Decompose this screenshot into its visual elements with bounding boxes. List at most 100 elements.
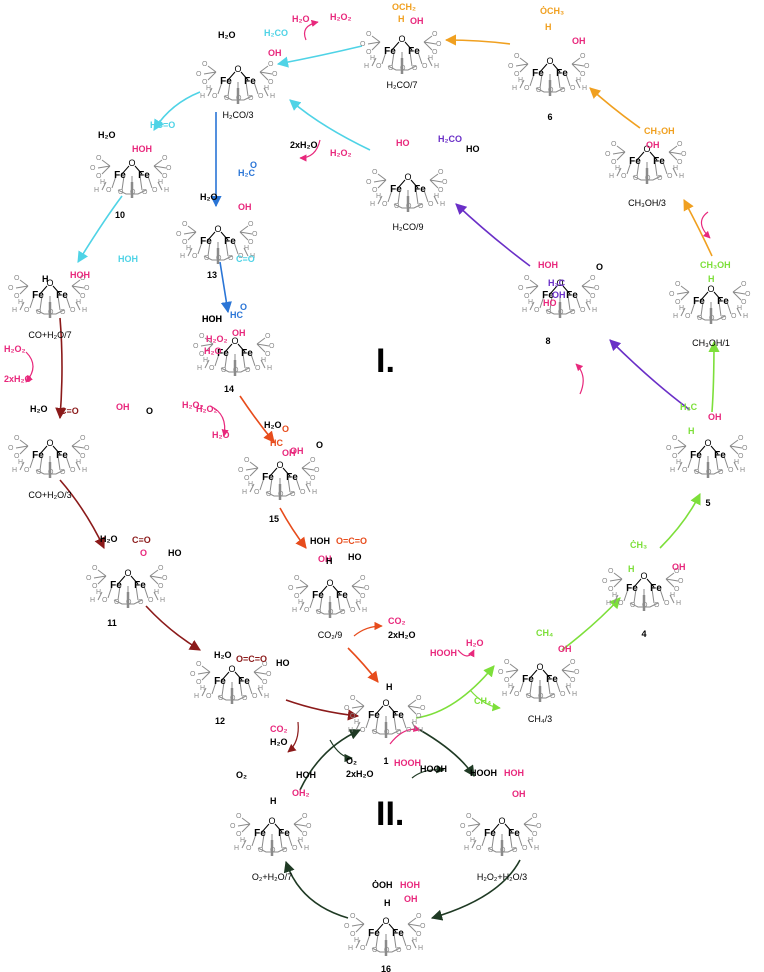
reaction-arrow-green-37 <box>469 689 501 712</box>
species-label: O <box>316 440 323 450</box>
species-label: O=C=O <box>336 536 367 546</box>
species-label: OH <box>552 290 566 300</box>
species-label: OH <box>290 446 304 456</box>
structure-label-s_6: 6 <box>547 112 552 122</box>
species-label: O <box>282 424 289 434</box>
species-label: H₂O₂ <box>330 148 352 158</box>
fe-cluster-s_5 <box>664 433 750 480</box>
reaction-arrow-darkred-7 <box>59 479 105 550</box>
species-label: H <box>270 796 277 806</box>
reaction-arrow-green-14 <box>561 597 621 651</box>
species-label: ĊH₃ <box>630 540 647 550</box>
species-label: OH <box>558 644 572 654</box>
species-label: H₂O₂ <box>196 404 218 414</box>
structure-label-s_1: 1 <box>383 756 388 766</box>
reaction-arrow-magenta-31 <box>575 363 584 395</box>
fe-cluster-s_15 <box>236 455 322 502</box>
species-label: HOH <box>70 270 90 280</box>
species-label: H <box>386 682 393 692</box>
species-label: OH <box>268 48 282 58</box>
species-label: H₂O₂ <box>182 400 204 410</box>
species-label: H <box>326 556 333 566</box>
fe-cluster-s_coh2o3 <box>6 433 92 480</box>
species-label: HO <box>396 138 410 148</box>
species-label: H₂O <box>292 14 310 24</box>
species-label: OH <box>232 328 246 338</box>
reaction-arrow-magenta-29 <box>209 405 229 437</box>
structure-label-s_h2co9: H₂CO/9 <box>393 222 424 232</box>
structure-label-s_ch3oh3: CH₃OH/3 <box>628 198 666 208</box>
reaction-arrow-purple-18 <box>455 203 531 267</box>
species-label: H₂C <box>238 168 255 178</box>
species-label: O₂ <box>236 770 247 780</box>
species-label: HOH <box>538 260 558 270</box>
species-label: H₂O <box>214 650 232 660</box>
reaction-arrow-amber-21 <box>444 34 511 46</box>
species-label: O <box>240 302 247 312</box>
species-label: HO <box>276 658 290 668</box>
species-label: 2xH₂O <box>346 769 374 779</box>
reaction-arrow-amber-20 <box>589 87 641 129</box>
fe-cluster-s_6 <box>506 51 592 98</box>
cycle-label-ii: II. <box>376 795 404 833</box>
species-label: H₂CO <box>264 28 288 38</box>
species-label: HOH <box>504 768 524 778</box>
species-label: H₃C <box>680 402 698 412</box>
species-label: CO₂ <box>270 724 288 734</box>
structure-label-s_h2o2h2o3: H₂O₂+H₂O/3 <box>477 872 527 882</box>
species-label: 2xH₂O <box>4 374 32 384</box>
species-label: O <box>140 548 147 558</box>
species-label: CH₄ <box>536 628 553 638</box>
reaction-arrow-green-15 <box>659 492 701 549</box>
reaction-arrow-magenta-30 <box>700 211 711 239</box>
species-label: H <box>384 898 391 908</box>
species-label: HO <box>543 298 557 308</box>
fe-cluster-s_h2co7 <box>358 29 444 76</box>
fe-cluster-s_16 <box>342 911 428 958</box>
structure-label-s_15: 15 <box>269 514 279 524</box>
species-label: O₂ <box>346 756 357 766</box>
species-label: ȮCH₃ <box>540 6 564 16</box>
species-label: H₂CO <box>438 134 462 144</box>
structure-label-s_coh2o7: CO+H₂O/7 <box>28 330 71 340</box>
species-label: H <box>545 22 552 32</box>
species-label: H₃C <box>548 278 566 288</box>
fe-cluster-s_o2h2o7 <box>228 811 314 858</box>
species-label: HO <box>348 552 362 562</box>
species-label: O <box>250 160 257 170</box>
reaction-arrow-orange-10 <box>239 395 275 443</box>
species-label: H <box>708 274 715 284</box>
species-label: H <box>628 564 635 574</box>
species-label: OH <box>404 894 418 904</box>
fe-cluster-s_h2co9 <box>364 167 450 214</box>
reaction-arrow-magenta-32 <box>457 649 475 658</box>
reaction-arrow-green-16 <box>708 340 720 413</box>
structure-label-s_coh2o3: CO+H₂O/3 <box>28 490 71 500</box>
species-label: H₂O <box>270 737 288 747</box>
species-label: H₂O <box>30 404 48 414</box>
species-label: HO <box>168 548 182 558</box>
species-label: HĊ=O <box>150 120 175 130</box>
structure-label-s_12: 12 <box>215 716 225 726</box>
species-label: HC <box>230 310 243 320</box>
reaction-arrow-darkgreen-24 <box>283 860 349 919</box>
structure-label-s_8: 8 <box>545 336 550 346</box>
species-label: OH₂ <box>292 788 310 798</box>
structure-label-s_10: 10 <box>115 210 125 220</box>
species-label: OH <box>512 789 526 799</box>
species-label: ȮOH <box>372 880 393 890</box>
species-label: H₂O <box>466 638 484 648</box>
species-label: O <box>596 262 603 272</box>
species-label: H₂O₂ <box>330 12 352 22</box>
species-label: HOH <box>202 314 222 324</box>
fe-cluster-s_h2co3 <box>194 59 280 106</box>
species-label: CO₂ <box>388 616 406 626</box>
species-label: HOOH <box>470 768 497 778</box>
species-label: HOOH <box>420 764 447 774</box>
species-label: H <box>398 14 405 24</box>
reaction-arrow-darkgreen-34 <box>329 739 353 763</box>
reaction-arrow-purple-17 <box>609 339 691 411</box>
structure-label-s_4: 4 <box>641 629 646 639</box>
